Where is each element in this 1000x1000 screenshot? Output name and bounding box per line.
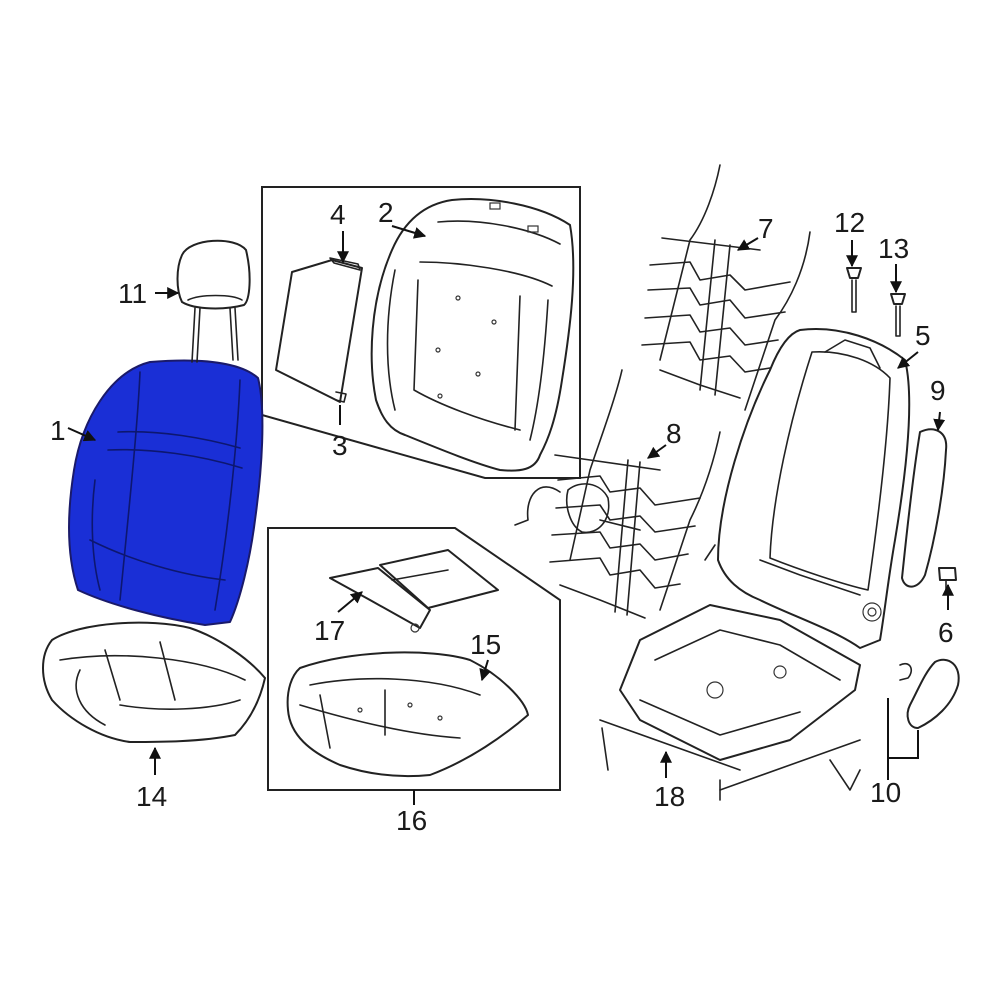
seat-back-cover-part-1[interactable]	[68, 359, 264, 626]
callout-9: 9	[930, 375, 946, 406]
callout-6: 6	[938, 617, 954, 648]
callout-18: 18	[654, 781, 685, 812]
callout-8: 8	[666, 418, 682, 449]
callout-17: 17	[314, 615, 345, 646]
callout-14: 14	[136, 781, 167, 812]
callout-16: 16	[396, 805, 427, 836]
heater-mat-part-17[interactable]	[329, 549, 499, 633]
callout-5: 5	[915, 320, 931, 351]
group-box-16	[267, 527, 561, 791]
seat-back-frame-part-5[interactable]	[704, 328, 911, 649]
callout-7: 7	[758, 213, 774, 244]
callout-1: 1	[50, 415, 66, 446]
callout-15: 15	[470, 629, 501, 660]
headrest-part-11[interactable]	[176, 239, 251, 363]
upper-spring-mat-part-7[interactable]	[641, 164, 811, 411]
callout-3: 3	[332, 430, 348, 461]
lower-spring-mat-part-8[interactable]	[514, 369, 721, 619]
side-trim-part-9[interactable]	[901, 428, 948, 588]
seat-cushion-pad-part-15[interactable]	[286, 651, 529, 778]
back-panel-part-4[interactable]	[275, 257, 363, 403]
callout-11: 11	[118, 278, 147, 309]
callout-12: 12	[834, 207, 865, 238]
seat-cushion-cover-part-14[interactable]	[42, 621, 266, 743]
seat-back-pad-part-2[interactable]	[370, 198, 575, 472]
seat-track-part-18[interactable]	[599, 604, 861, 801]
side-shield-part-10[interactable]	[899, 658, 960, 729]
group-box-3	[261, 186, 581, 479]
pin-part-12[interactable]	[846, 267, 862, 313]
callout-2: 2	[378, 197, 394, 228]
callout-10: 10	[870, 777, 901, 808]
callout-13: 13	[878, 233, 909, 264]
pin-part-13[interactable]	[890, 293, 906, 337]
callout-4: 4	[330, 199, 346, 230]
